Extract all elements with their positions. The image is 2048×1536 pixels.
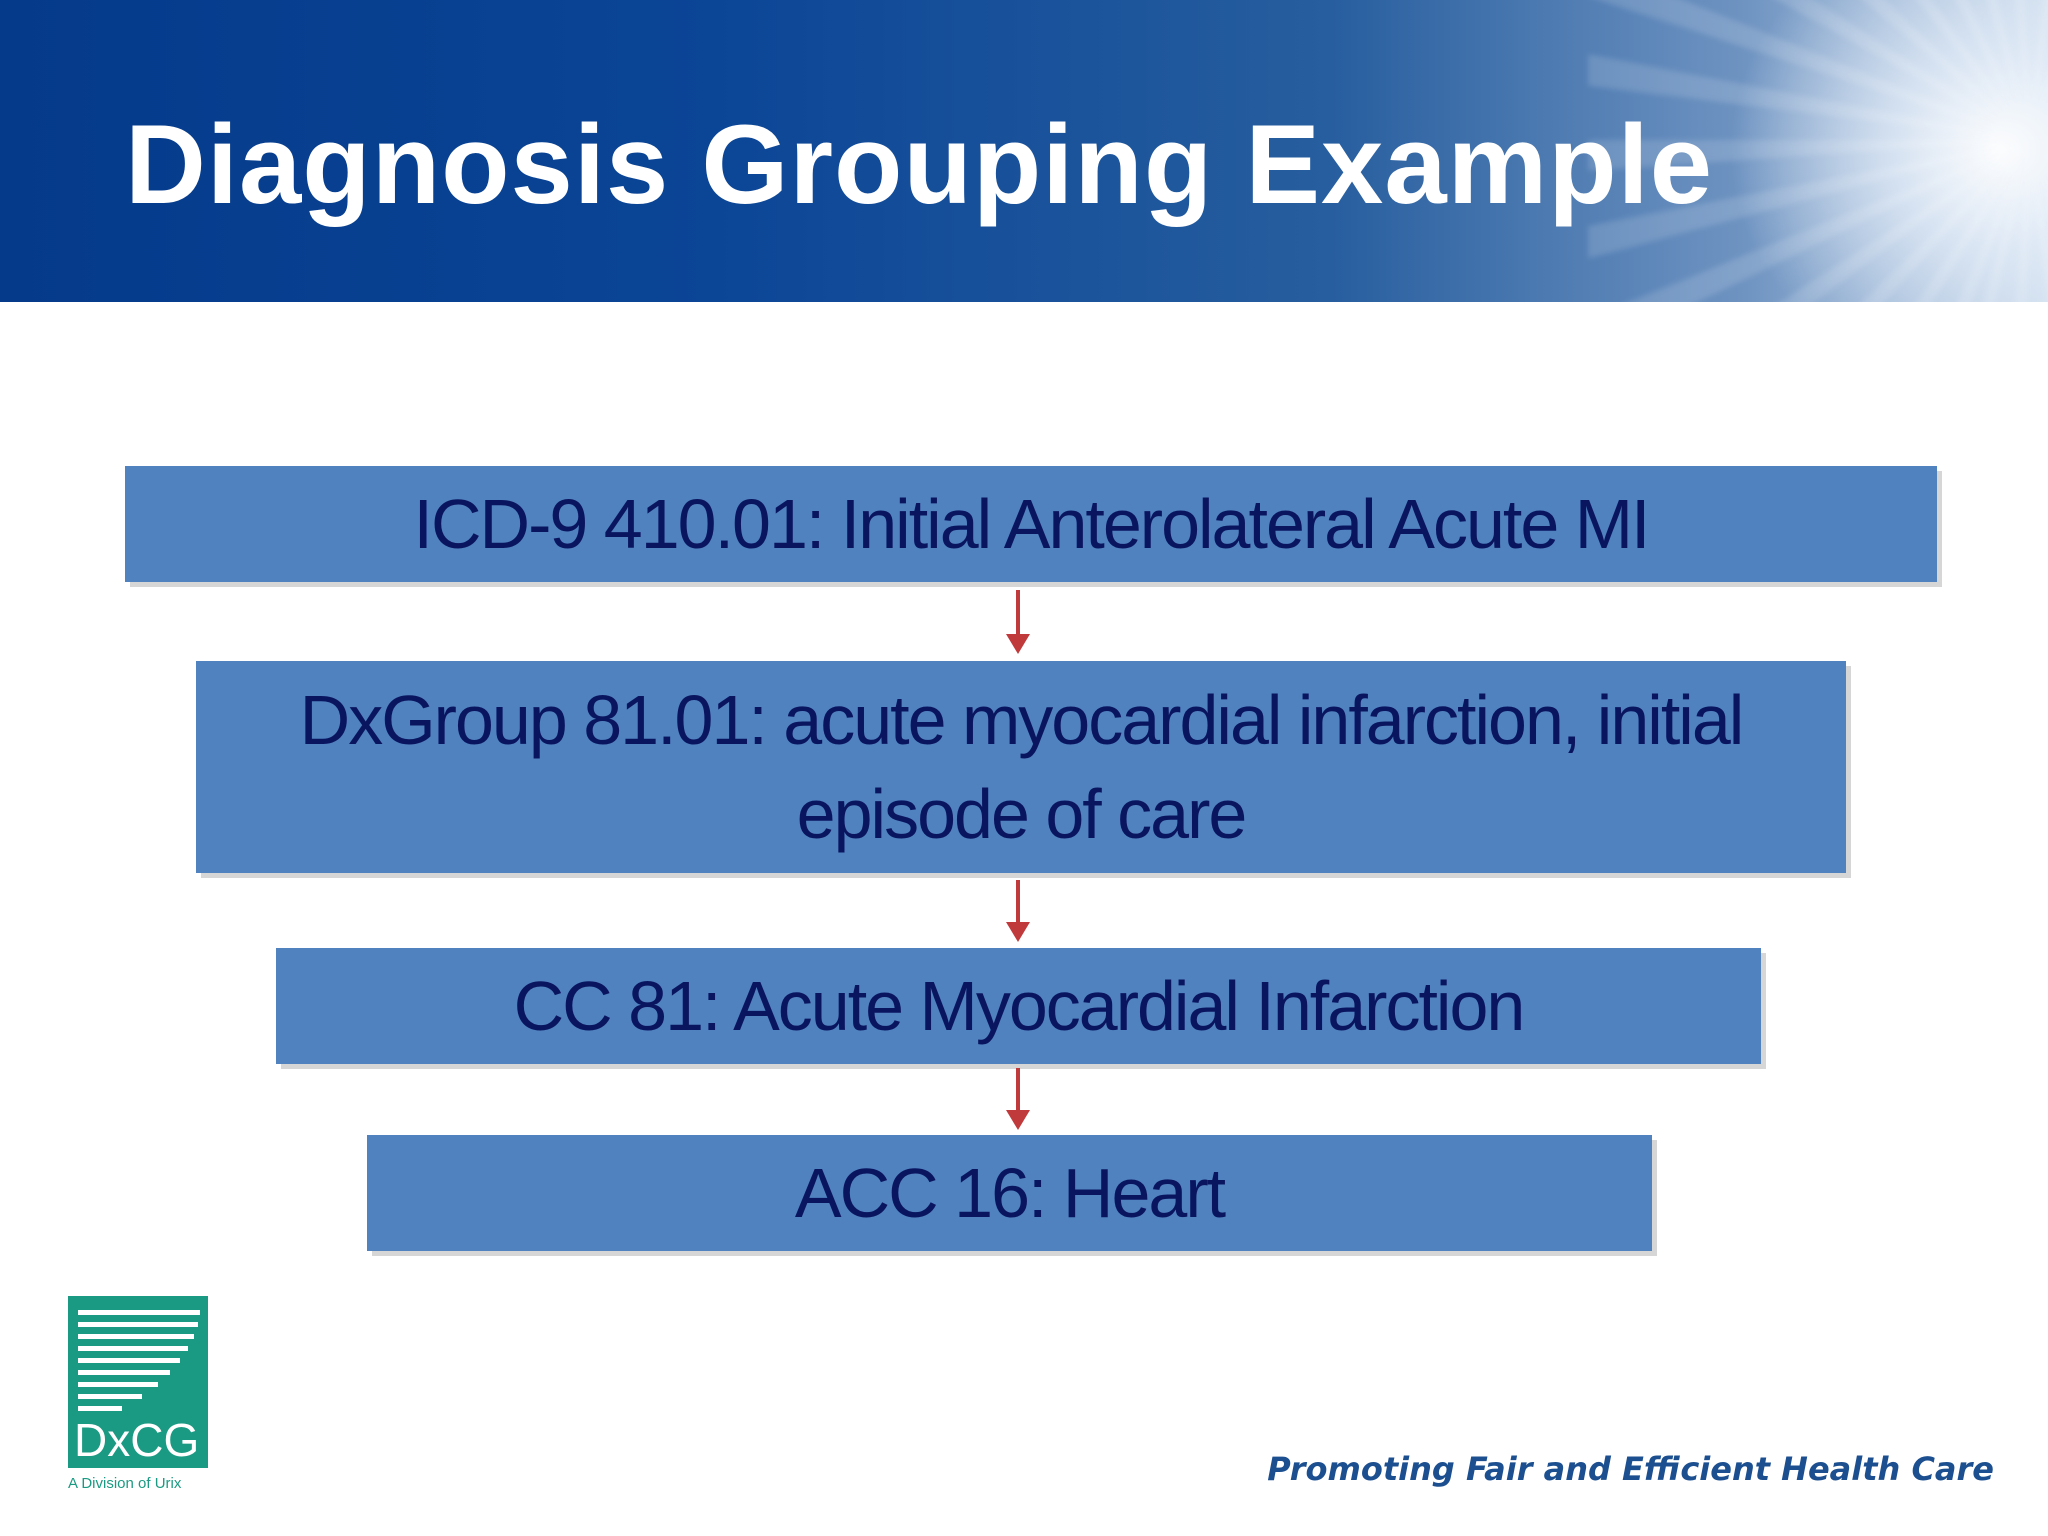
down-arrow-icon	[1006, 880, 1030, 942]
down-arrow-icon	[1006, 1068, 1030, 1130]
header-banner: Diagnosis Grouping Example	[0, 0, 2048, 302]
down-arrow-icon	[1006, 590, 1030, 654]
flow-step-text: CC 81: Acute Myocardial Infarction	[513, 967, 1526, 1045]
flow-step-text-line1: DxGroup 81.01: acute myocardial infarcti…	[299, 681, 1745, 759]
flow-step-dxgroup: DxGroup 81.01: acute myocardial infarcti…	[196, 661, 1846, 873]
logo-wordmark: DxCG	[74, 1414, 199, 1466]
logo-caption: A Division of Urix	[68, 1475, 182, 1492]
flow-step-icd9: ICD-9 410.01: Initial Anterolateral Acut…	[125, 466, 1937, 582]
flow-step-text-line2: episode of care	[796, 775, 1248, 853]
flow-step-acc: ACC 16: Heart	[367, 1135, 1652, 1251]
sunburst-decoration	[1588, 0, 2048, 302]
flow-step-text: ICD-9 410.01: Initial Anterolateral Acut…	[413, 485, 1651, 563]
flow-step-cc: CC 81: Acute Myocardial Infarction	[276, 948, 1761, 1064]
flow-step-text: ACC 16: Heart	[794, 1154, 1226, 1232]
slide-title: Diagnosis Grouping Example	[125, 102, 1714, 227]
dxcg-logo-icon: DxCG	[68, 1296, 208, 1468]
footer-tagline: Promoting Fair and Efficient Health Care	[1267, 1450, 1994, 1488]
